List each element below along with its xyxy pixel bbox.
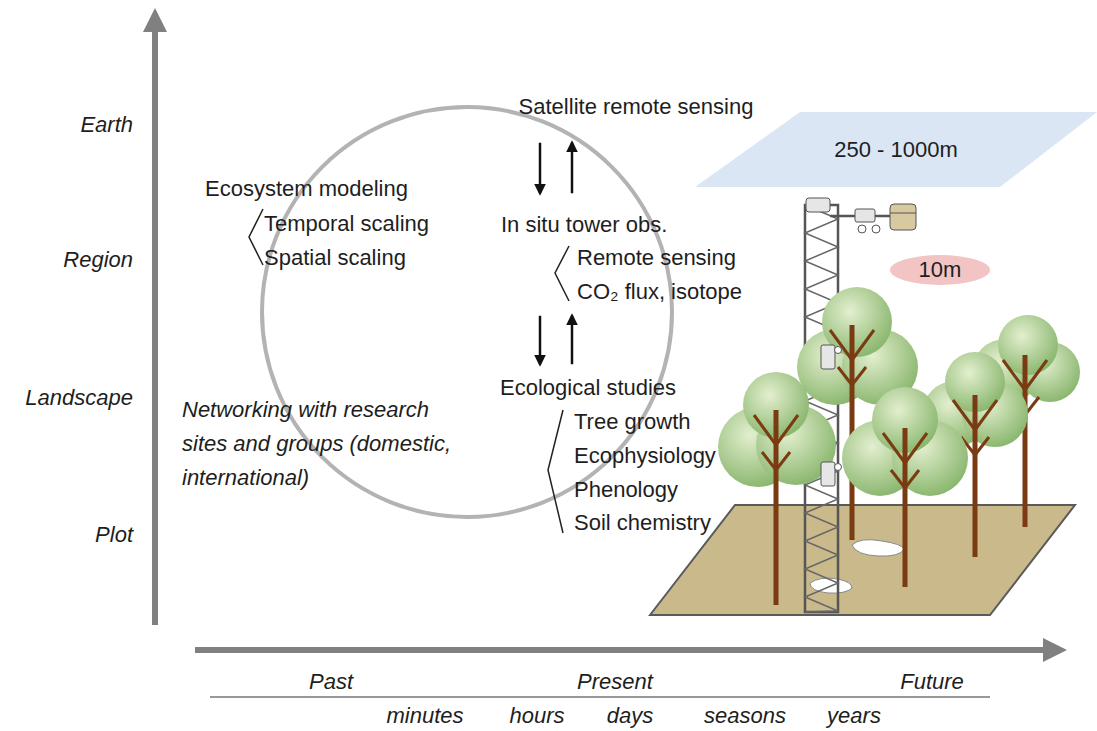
time-label: minutes [386,702,463,730]
text-label: Ecosystem modeling [205,175,408,203]
text-label: Ecophysiology [574,442,716,470]
node-text: In situ tower obs. [501,211,667,239]
ground-plot [650,505,1075,615]
bracket [555,246,569,301]
flow-arrow [539,316,542,365]
time-label: hours [509,702,564,730]
flow-arrow [571,316,574,365]
soil-patch [852,540,904,556]
node-text: 10m [919,256,962,284]
time-rule [210,696,990,697]
text-label: Temporal scaling [264,210,429,238]
scale-label: Plot [95,521,133,549]
scale-label: Landscape [25,384,133,412]
scale-axis [152,20,158,625]
time-label: Future [900,668,964,696]
flow-step: Satellite remote sensing [519,93,754,121]
text-label: Phenology [574,476,678,504]
time-label: years [827,702,881,730]
node-text: Ecological studies [500,374,676,402]
tower-instruments [806,198,916,486]
time-label: Present [577,668,653,696]
time-label: days [607,702,653,730]
text-label: Remote sensing [577,244,736,272]
tower-footprint: 10m [890,255,990,285]
time-axis [195,647,1055,653]
time-label: Past [309,668,353,696]
satellite-footprint: 250 - 1000m [695,112,1097,187]
bracket [249,209,263,265]
scale-label: Earth [80,111,133,139]
flow-step: In situ tower obs. [501,211,667,239]
text-label: Spatial scaling [264,244,406,272]
node-text: Satellite remote sensing [519,93,754,121]
flow-arrow [539,143,542,194]
bracket [548,410,563,533]
text-label: Soil chemistry [574,509,711,537]
flow-arrow [571,143,574,194]
flow-step: Ecological studies [500,374,676,402]
text-label: CO₂ flux, isotope [577,278,742,306]
trees [718,287,1080,605]
text-label: Tree growth [574,408,691,436]
scale-label: Region [63,246,133,274]
time-label: seasons [704,702,786,730]
node-text: 250 - 1000m [834,136,958,164]
text-label: Networking with research sites and group… [182,393,472,495]
